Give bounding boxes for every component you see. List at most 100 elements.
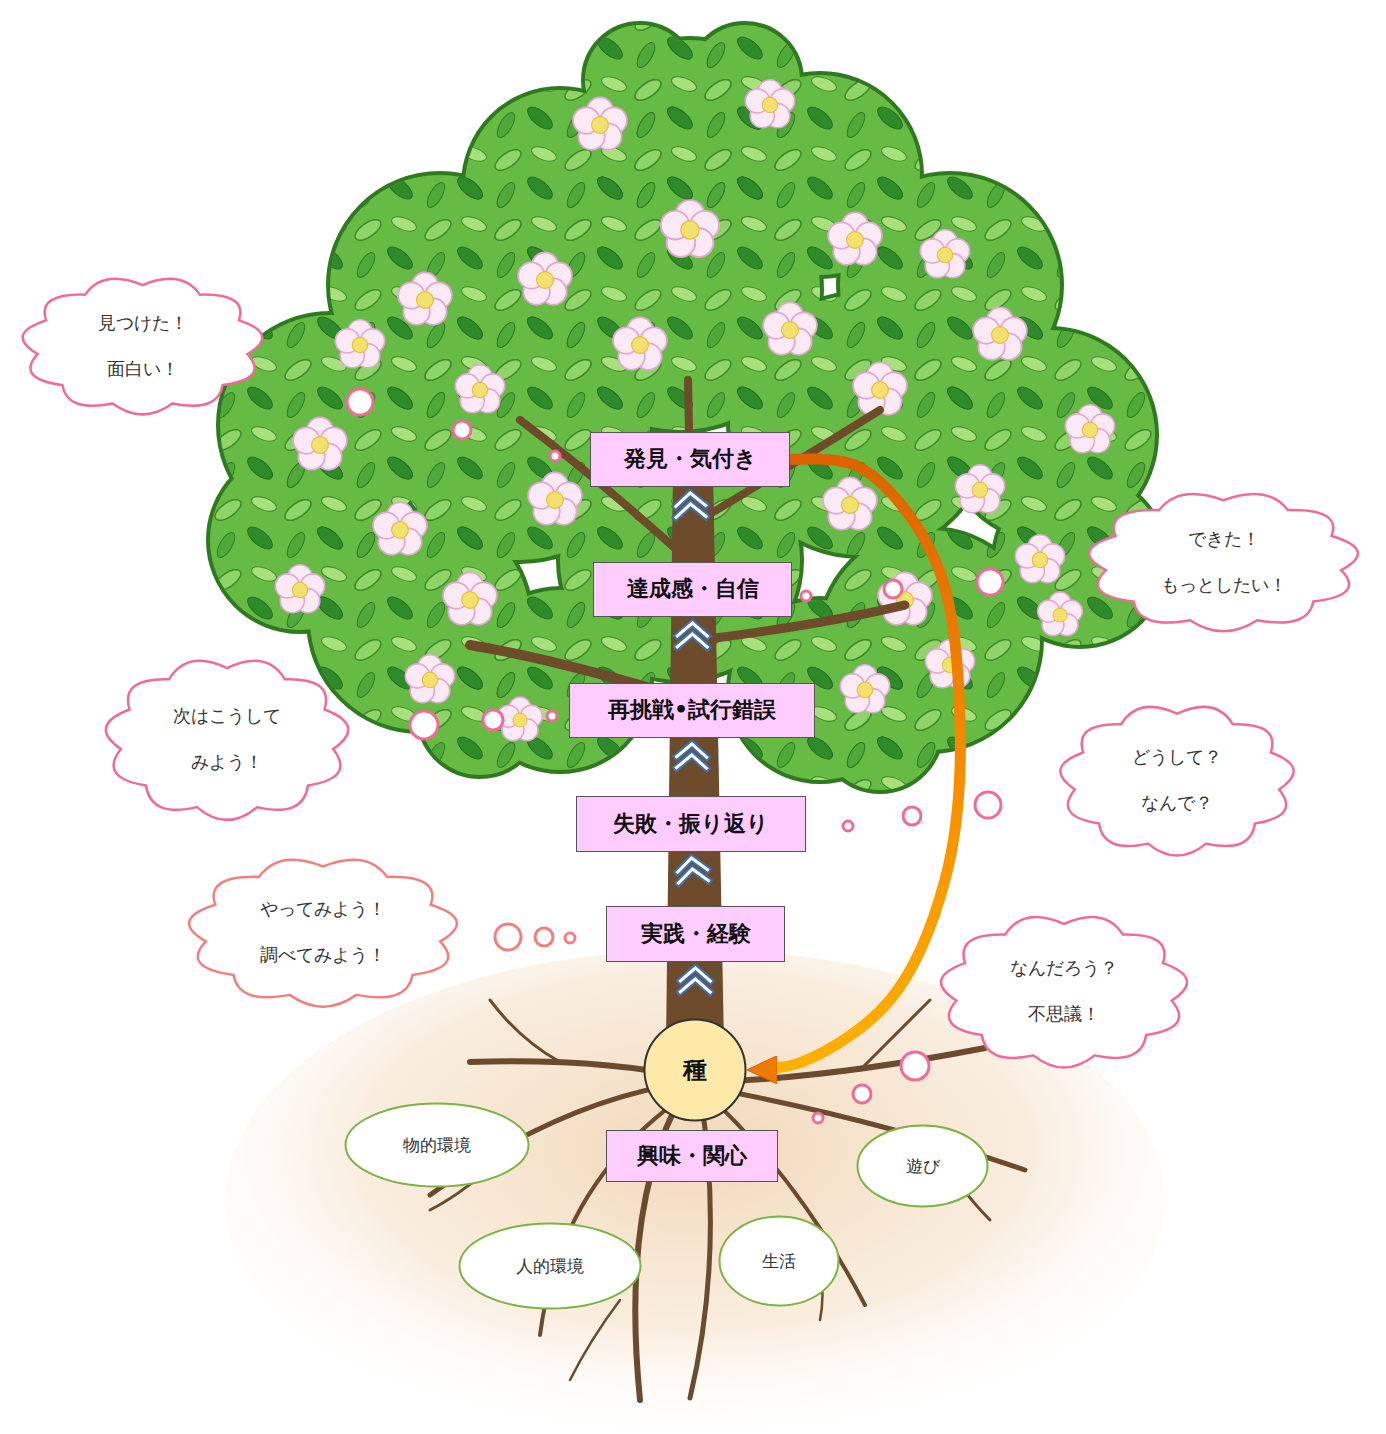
flower xyxy=(840,665,889,713)
environment-ellipse: 人的環境 xyxy=(458,1222,642,1310)
flower xyxy=(613,317,667,369)
text-group: 生活 xyxy=(762,1250,796,1273)
text-group: どうして？ なんで？ xyxy=(1132,734,1222,826)
flower xyxy=(823,477,877,529)
root xyxy=(710,1048,985,1082)
cloud-outline xyxy=(1048,695,1306,865)
seed-circle: 種 xyxy=(643,1018,747,1122)
process-box: 興味・関心 xyxy=(606,1130,778,1182)
node-label: 次はこうして みよう！ xyxy=(173,693,281,785)
text-group: なんだろう？ 不思議！ xyxy=(1010,945,1118,1037)
flower xyxy=(573,97,627,149)
thought-dot xyxy=(853,1085,871,1103)
node-label: 種 xyxy=(683,1054,707,1086)
cloud-outline xyxy=(928,905,1200,1077)
thought-dot xyxy=(901,1052,929,1080)
flower xyxy=(973,307,1027,359)
root xyxy=(705,1092,865,1305)
node-label: どうして？ なんで？ xyxy=(1132,734,1222,826)
node-label: なんだろう？ 不思議！ xyxy=(1010,945,1118,1037)
text-group: できた！ もっとしたい！ xyxy=(1161,516,1287,608)
thought-dot xyxy=(453,421,471,439)
node-label: 見つけた！ 面白い！ xyxy=(98,300,188,392)
text-group: 実践・経験 xyxy=(641,920,751,949)
thought-dot xyxy=(410,711,438,739)
environment-ellipse: 生活 xyxy=(718,1215,840,1307)
text-group: 遊び xyxy=(906,1155,940,1178)
flower xyxy=(763,302,817,354)
node-label: 興味・関心 xyxy=(637,1142,747,1171)
flower xyxy=(455,365,504,413)
text-group: 発見・気付き xyxy=(624,445,757,474)
cloud-shape xyxy=(1060,707,1293,856)
seed-shape xyxy=(645,1020,746,1121)
node-label: 人的環境 xyxy=(516,1255,584,1278)
text-group: 再挑戦•試行錯誤 xyxy=(608,696,776,725)
node-label: 発見・気付き xyxy=(624,445,757,474)
text-group: 人的環境 xyxy=(516,1255,584,1278)
text-group: 失敗・振り返り xyxy=(613,810,769,839)
cloud-shape xyxy=(23,279,263,415)
flower xyxy=(1015,535,1064,583)
thought-cloud: 見つけた！ 面白い！ xyxy=(10,268,275,423)
text-group: 次はこうして みよう！ xyxy=(173,693,281,785)
flower xyxy=(443,572,497,624)
thought-dot xyxy=(547,711,557,721)
flow-arrow xyxy=(691,852,696,906)
ellipse-shape xyxy=(460,1224,641,1309)
thought-dot xyxy=(884,580,902,598)
ellipse-shape xyxy=(858,1126,988,1207)
thought-cloud: できた！ もっとしたい！ xyxy=(1075,483,1372,640)
process-box: 実践・経験 xyxy=(606,906,785,962)
flower xyxy=(878,572,932,624)
cloud-shape xyxy=(941,917,1187,1067)
flow-arrow xyxy=(690,487,693,562)
text-group: 種 xyxy=(683,1054,707,1086)
process-box: 発見・気付き xyxy=(590,432,790,487)
environment-ellipse: 遊び xyxy=(856,1124,989,1208)
ellipse-shape xyxy=(720,1217,839,1306)
flower xyxy=(405,655,454,703)
thought-dot xyxy=(565,933,575,943)
node-label: 遊び xyxy=(906,1155,940,1178)
node-label: 再挑戦•試行錯誤 xyxy=(608,696,776,725)
text-group: 見つけた！ 面白い！ xyxy=(98,300,188,392)
flower xyxy=(398,272,452,324)
process-box: 達成感・自信 xyxy=(593,562,792,617)
process-box: 再挑戦•試行錯誤 xyxy=(569,683,815,738)
cloud-outline xyxy=(10,268,275,423)
node-label: 実践・経験 xyxy=(641,920,751,949)
thought-cloud: やってみよう！ 調べてみよう！ xyxy=(175,848,471,1016)
cloud-shape xyxy=(1089,494,1358,631)
flower xyxy=(528,472,582,524)
node-label: できた！ もっとしたい！ xyxy=(1161,516,1287,608)
flower xyxy=(293,417,347,469)
flower xyxy=(745,80,794,128)
node-label: 達成感・自信 xyxy=(627,575,759,604)
text-group: 興味・関心 xyxy=(637,1142,747,1171)
thought-dot xyxy=(977,569,1003,595)
flower xyxy=(335,320,384,368)
flower xyxy=(828,212,882,264)
thought-dot xyxy=(813,1113,823,1123)
thought-dots xyxy=(347,389,1003,1123)
cloud-outline xyxy=(175,848,471,1016)
flower xyxy=(518,252,572,304)
node-label: 生活 xyxy=(762,1250,796,1273)
node-label: 失敗・振り返り xyxy=(613,810,769,839)
thought-dot xyxy=(903,807,921,825)
flow-arrow xyxy=(691,617,695,683)
flower xyxy=(955,465,1004,513)
text-group: 達成感・自信 xyxy=(627,575,759,604)
thought-dot xyxy=(550,451,560,461)
flower xyxy=(1065,405,1114,453)
thought-dot xyxy=(347,389,373,415)
cycle-arrow xyxy=(747,459,960,1070)
flower xyxy=(1038,592,1083,636)
text-group: やってみよう！ 調べてみよう！ xyxy=(260,886,386,978)
node-label: 物的環境 xyxy=(403,1134,471,1157)
thought-dot xyxy=(843,821,853,831)
thought-dot xyxy=(483,710,503,730)
trunk xyxy=(666,470,724,1057)
thought-dot xyxy=(495,924,521,950)
